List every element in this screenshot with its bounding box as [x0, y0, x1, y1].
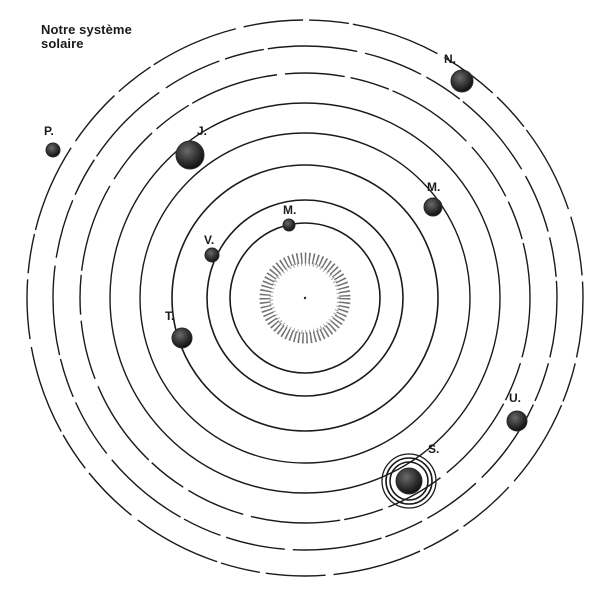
planet-mercury-body: [283, 219, 295, 231]
planet-saturn-label: S.: [428, 442, 439, 456]
planet-uranus: U.: [507, 391, 527, 431]
planet-mars-label: M.: [427, 180, 440, 194]
planet-neptune: N.: [444, 52, 473, 92]
planet-pluto-body: [46, 143, 60, 157]
planet-saturn-body: [396, 468, 422, 494]
planet-earth-body: [172, 328, 192, 348]
planet-jupiter-label: J.: [197, 124, 207, 138]
sun: [265, 258, 345, 338]
planet-earth: T.: [165, 309, 192, 348]
planet-mars: M.: [424, 180, 442, 216]
planet-venus-body: [205, 248, 219, 262]
planet-earth-label: T.: [165, 309, 174, 323]
planets-group: M. V. T. M. J. S. U. N. P.: [44, 52, 527, 508]
sun-center-dot: [304, 297, 306, 299]
planet-venus: V.: [204, 233, 219, 262]
planet-pluto: P.: [44, 124, 60, 157]
planet-jupiter-body: [176, 141, 204, 169]
planet-uranus-body: [507, 411, 527, 431]
planet-jupiter: J.: [176, 124, 207, 169]
planet-uranus-label: U.: [509, 391, 521, 405]
planet-saturn: S.: [382, 442, 439, 508]
planet-mars-body: [424, 198, 442, 216]
planet-neptune-label: N.: [444, 52, 456, 66]
planet-neptune-body: [451, 70, 473, 92]
planet-pluto-label: P.: [44, 124, 54, 138]
planet-mercury: M.: [283, 203, 296, 231]
planet-mercury-label: M.: [283, 203, 296, 217]
planet-venus-label: V.: [204, 233, 214, 247]
